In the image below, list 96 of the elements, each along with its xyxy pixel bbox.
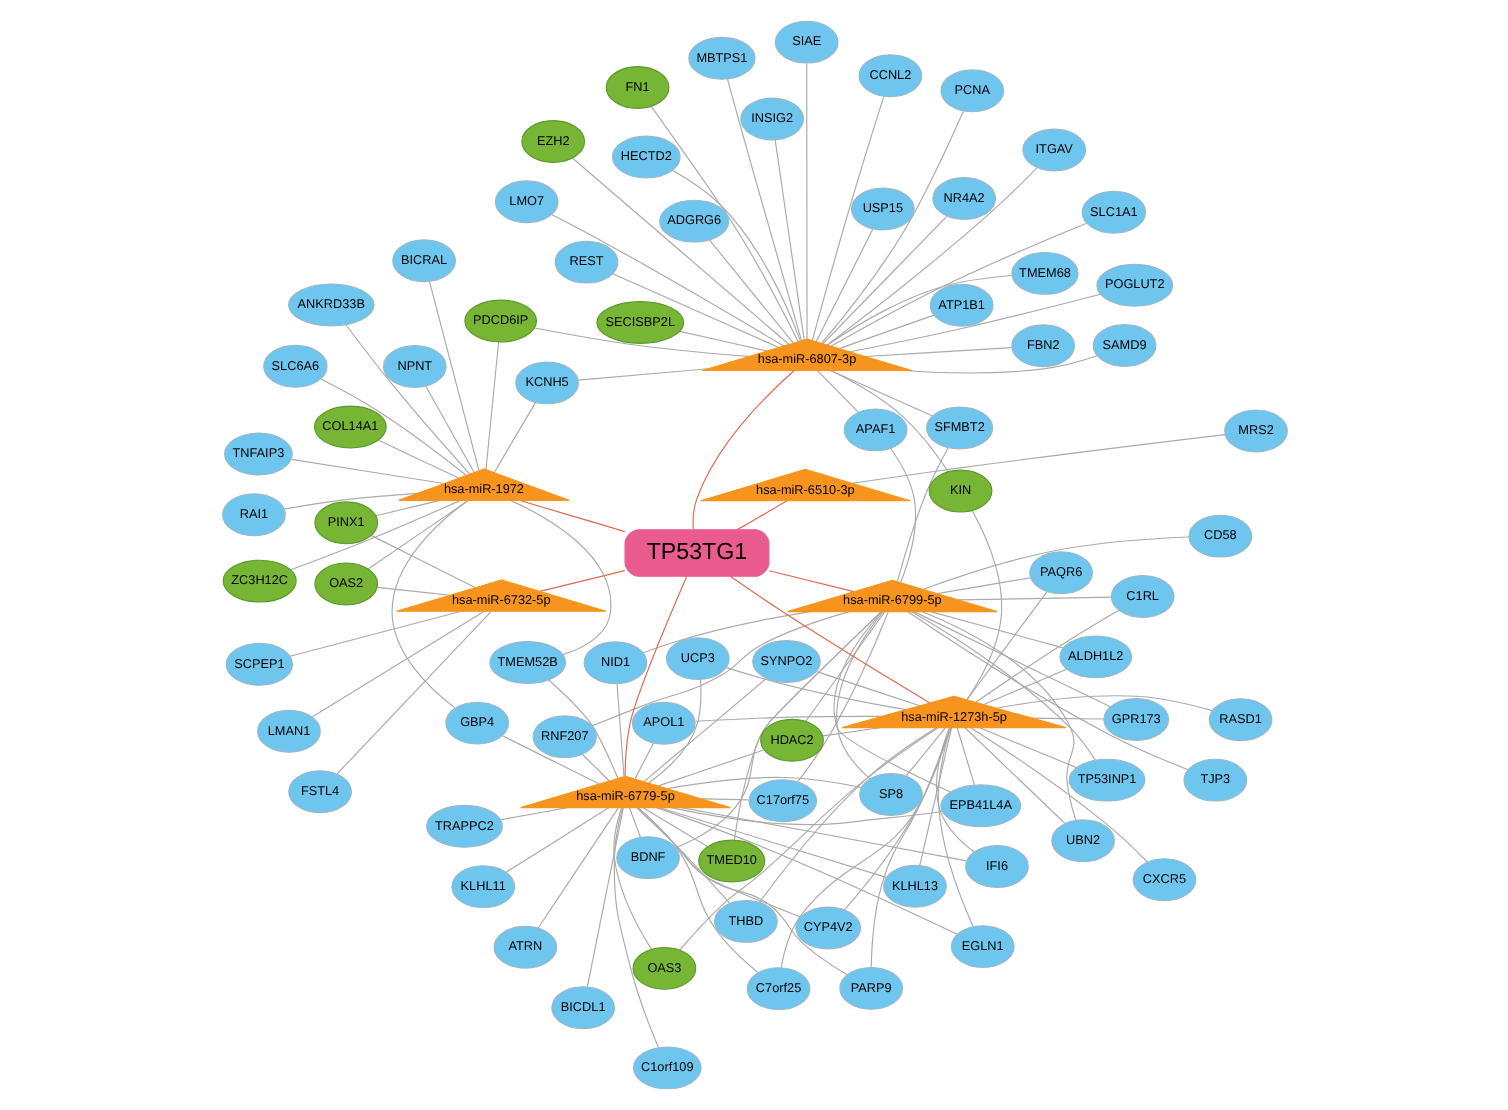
connector [612, 807, 651, 950]
connector [963, 727, 1065, 824]
connector [533, 327, 749, 357]
connector [724, 667, 906, 711]
connector [693, 715, 882, 722]
connector [678, 330, 767, 352]
connector [825, 167, 1037, 346]
connector [935, 727, 974, 853]
connector [814, 228, 873, 343]
connector [536, 807, 618, 929]
connector [842, 727, 951, 911]
connector [863, 347, 1012, 358]
connector [647, 679, 701, 784]
connector [547, 679, 618, 779]
connector [735, 500, 787, 531]
connector [773, 139, 804, 341]
connector [889, 447, 916, 584]
connector [982, 668, 1067, 706]
connector [319, 378, 466, 476]
connector [935, 577, 1031, 595]
connector [335, 611, 491, 775]
connector [504, 807, 609, 873]
connector [642, 678, 766, 783]
connector [615, 683, 624, 778]
connector [633, 742, 653, 780]
connector [612, 807, 658, 1048]
connector [611, 273, 779, 348]
connector [289, 499, 461, 571]
connector [310, 610, 484, 718]
connector [585, 807, 623, 988]
connector [665, 776, 861, 790]
connector [580, 753, 609, 782]
connector [656, 749, 764, 787]
connector [492, 402, 536, 474]
connector [978, 727, 1077, 769]
connector [728, 575, 930, 704]
connector [848, 293, 1100, 353]
connector [691, 370, 794, 530]
connector [757, 727, 936, 903]
connector [819, 110, 963, 344]
connector [590, 611, 849, 727]
connector [869, 727, 950, 968]
connector [910, 611, 1095, 761]
connector [965, 590, 1047, 701]
connector [375, 586, 450, 596]
connector [815, 370, 858, 413]
connector [920, 611, 1076, 821]
connector [965, 509, 1002, 701]
connector [829, 222, 1087, 347]
connector [576, 368, 708, 381]
connector [821, 215, 947, 345]
connector [501, 735, 599, 785]
connector [936, 727, 973, 928]
connector [641, 807, 708, 848]
connector [805, 62, 807, 340]
connector [377, 439, 459, 479]
connector [835, 611, 883, 780]
connector [826, 274, 1012, 346]
connector [428, 281, 479, 472]
connector [344, 324, 470, 475]
connector [810, 95, 884, 341]
connector [627, 807, 641, 838]
connector [906, 611, 1188, 771]
connector [804, 611, 885, 722]
connector [670, 169, 800, 342]
connector [424, 385, 474, 473]
connector [912, 611, 1110, 708]
connector [796, 611, 888, 783]
connector [815, 671, 920, 707]
connector [921, 536, 1189, 590]
connector [995, 695, 1212, 712]
connector [955, 727, 974, 786]
connector [832, 611, 950, 793]
connector [732, 611, 881, 841]
connector [623, 575, 687, 777]
connector [918, 727, 952, 867]
connector [674, 611, 881, 849]
connector [649, 105, 798, 343]
node-box: TP53TG1 [623, 529, 769, 577]
connector [895, 447, 948, 583]
connector [974, 609, 1119, 703]
connector [370, 535, 475, 589]
connector [290, 458, 444, 485]
connector [779, 727, 951, 969]
connector [829, 369, 948, 473]
connector [637, 807, 758, 974]
connector [708, 239, 793, 344]
connector [484, 341, 499, 471]
connector [837, 314, 934, 350]
connector [767, 570, 854, 593]
connector [635, 807, 847, 976]
connector [904, 727, 945, 777]
connector [366, 500, 468, 570]
connector [538, 570, 625, 592]
connector [390, 499, 468, 709]
connector [829, 369, 933, 417]
